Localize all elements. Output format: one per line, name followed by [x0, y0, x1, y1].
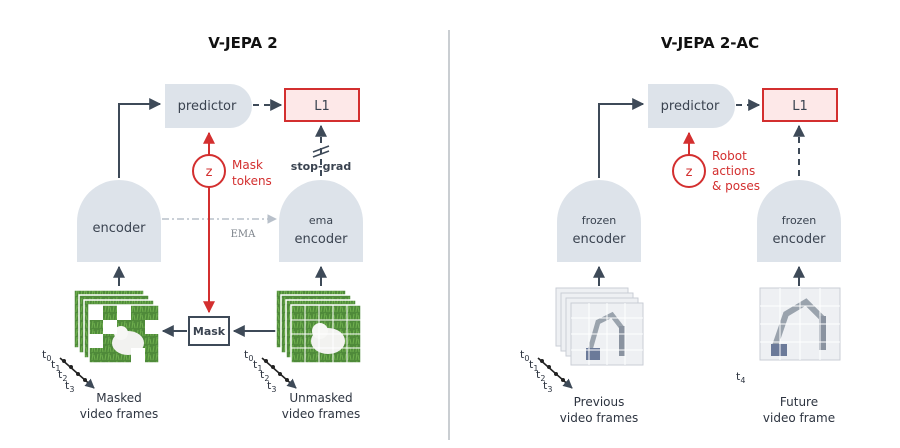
- unmasked-caption-line1: Unmasked: [289, 391, 352, 405]
- t3-sub: 3: [69, 385, 74, 394]
- masked-frames-stack: [73, 289, 160, 364]
- frozen-left-line1: frozen: [582, 214, 616, 227]
- svg-text:t0: t0: [42, 348, 51, 363]
- stopgrad-label: stop-grad: [291, 160, 351, 173]
- frozen-left-line2: encoder: [573, 232, 627, 247]
- right-frozen-encoder-future: frozen encoder: [757, 180, 841, 262]
- previous-frames-stack: [555, 287, 644, 366]
- mask-tokens-line1: Mask: [232, 158, 263, 172]
- frozen-right-line2: encoder: [773, 232, 827, 247]
- svg-text:t1: t1: [51, 358, 60, 373]
- left-ema-encoder-line2: encoder: [295, 232, 349, 247]
- left-title: V-JEPA 2: [208, 34, 277, 52]
- previous-caption-line1: Previous: [574, 395, 625, 409]
- right-title: V-JEPA 2-AC: [661, 34, 759, 52]
- ema-label: EMA: [231, 229, 257, 240]
- left-z-label: z: [206, 165, 213, 180]
- svg-text:t2: t2: [58, 368, 67, 383]
- svg-text:t0: t0: [520, 348, 529, 363]
- masked-frame-front: [88, 304, 160, 364]
- previous-time-axis: t0 t1 t2 t3: [520, 348, 573, 394]
- t3-label: t: [65, 379, 70, 392]
- left-z-node: z: [192, 154, 226, 188]
- t0-label: t: [42, 348, 47, 361]
- left-ema-encoder-line1: ema: [309, 214, 333, 227]
- masked-caption-line2: video frames: [80, 407, 158, 421]
- left-encoder-to-predictor-arrow: [118, 98, 162, 178]
- t1-sub: 1: [55, 364, 60, 373]
- left-predictor-block: predictor: [165, 84, 252, 128]
- frozen-encoder-to-predictor-arrow: [598, 98, 645, 178]
- stopgrad-break-icon: [312, 145, 330, 158]
- mask-block: Mask: [188, 316, 230, 346]
- right-time-axis-unmasked: t0 t1 t2 t3: [244, 348, 297, 394]
- unmasked-frame-front: [290, 304, 362, 364]
- left-time-axis: t0 t1 t2 t3: [42, 348, 95, 394]
- future-caption-line1: Future: [780, 395, 818, 409]
- previous-frame-front: [570, 302, 644, 366]
- mask-tokens-line2: tokens: [232, 174, 272, 188]
- svg-text:t0: t0: [244, 348, 253, 363]
- right-loss-block: L1: [762, 88, 838, 122]
- left-ema-encoder-block: ema encoder: [279, 180, 363, 262]
- svg-text:t3: t3: [543, 379, 552, 394]
- robot-line3: & poses: [712, 179, 760, 193]
- svg-text:t2: t2: [260, 368, 269, 383]
- right-z-node: z: [672, 154, 706, 188]
- mask-label: Mask: [193, 325, 226, 338]
- left-encoder-block: encoder: [77, 180, 161, 262]
- left-panel: V-JEPA 2 predictor L1 encoder ema encode…: [42, 34, 363, 421]
- svg-text:t1: t1: [529, 358, 538, 373]
- t4-label: t4: [736, 370, 745, 385]
- svg-text:t3: t3: [65, 379, 74, 394]
- right-predictor-block: predictor: [648, 84, 735, 128]
- t2-label: t: [58, 368, 63, 381]
- unmasked-frames-stack: [275, 289, 362, 364]
- left-predictor-label: predictor: [178, 99, 237, 114]
- future-caption-line2: video frame: [763, 411, 835, 425]
- t1-label: t: [51, 358, 56, 371]
- right-loss-label: L1: [792, 99, 808, 114]
- frozen-right-line1: frozen: [782, 214, 816, 227]
- right-frozen-encoder-previous: frozen encoder: [557, 180, 641, 262]
- left-loss-block: L1: [284, 88, 360, 122]
- robot-line2: actions: [712, 164, 755, 178]
- future-frame: [759, 287, 841, 361]
- right-z-label: z: [686, 165, 693, 180]
- t2-sub: 2: [62, 374, 67, 383]
- svg-text:t1: t1: [253, 358, 262, 373]
- right-predictor-label: predictor: [661, 99, 720, 114]
- right-panel: V-JEPA 2-AC predictor L1 frozen encoder …: [520, 34, 841, 425]
- t0-sub: 0: [46, 354, 51, 363]
- unmasked-caption-line2: video frames: [282, 407, 360, 421]
- svg-text:t3: t3: [267, 379, 276, 394]
- left-loss-label: L1: [314, 99, 330, 114]
- left-encoder-label: encoder: [93, 221, 147, 236]
- svg-text:t2: t2: [536, 368, 545, 383]
- robot-line1: Robot: [712, 149, 747, 163]
- previous-caption-line2: video frames: [560, 411, 638, 425]
- masked-caption-line1: Masked: [96, 391, 141, 405]
